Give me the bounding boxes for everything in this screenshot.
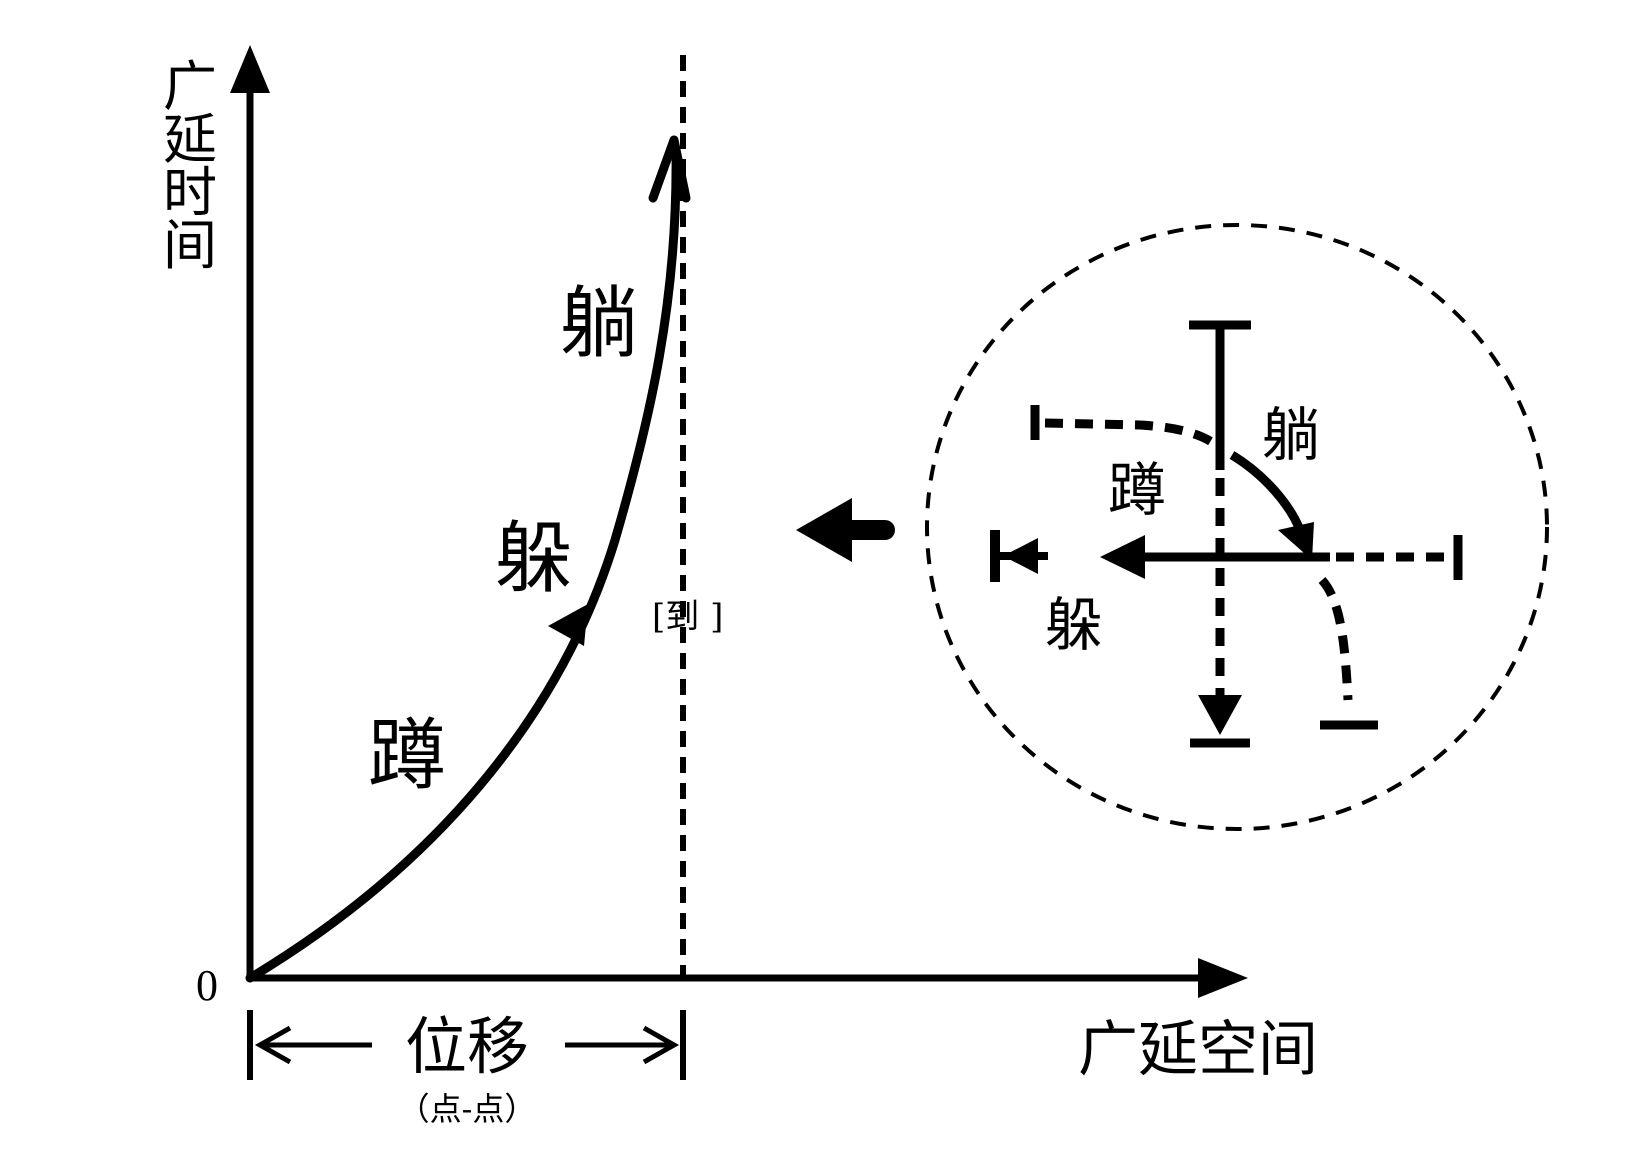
inset-circle bbox=[925, 223, 1549, 831]
inset-left-blocked-arrow bbox=[990, 530, 1048, 582]
inset-horizontal-arrow bbox=[1100, 535, 1330, 579]
inset-upper-left-dashed bbox=[1030, 405, 1219, 449]
inset-label-lie: 躺 bbox=[1262, 401, 1320, 469]
y-axis bbox=[230, 45, 270, 978]
inset-pointer-arrow bbox=[796, 498, 895, 562]
inset-vertical-dashed-down bbox=[1190, 478, 1250, 748]
x-axis-arrowhead bbox=[1198, 958, 1248, 998]
inset-right-dashed bbox=[1336, 535, 1463, 580]
inset-label-hide: 躲 bbox=[1045, 591, 1103, 659]
x-axis bbox=[250, 958, 1248, 998]
displacement-bracket bbox=[247, 1010, 686, 1080]
inset-curved-arrow bbox=[1229, 451, 1314, 560]
y-axis-label: 广 延 时 间 bbox=[163, 55, 217, 277]
limit-label: [到 ] bbox=[652, 597, 723, 637]
curve-label-squat: 蹲 bbox=[368, 711, 446, 801]
curve-mid-arrowhead bbox=[548, 604, 588, 646]
y-axis-label-char-3: 时 bbox=[163, 161, 217, 224]
displacement-label: 位移 bbox=[405, 1010, 529, 1083]
curve-label-hide: 躲 bbox=[495, 514, 573, 604]
inset-label-squat: 蹲 bbox=[1108, 456, 1166, 524]
y-axis-label-char-1: 广 bbox=[163, 55, 217, 118]
x-axis-label: 广延空间 bbox=[1078, 1015, 1318, 1085]
curve-top-arrowhead bbox=[648, 135, 691, 203]
inset-lower-right-dashed bbox=[1318, 576, 1378, 730]
growth-curve bbox=[245, 145, 681, 983]
y-axis-arrowhead bbox=[230, 45, 270, 93]
curve-label-lie: 躺 bbox=[560, 279, 638, 369]
origin-label: 0 bbox=[196, 961, 218, 1010]
displacement-sub-label: （点-点） bbox=[398, 1090, 537, 1128]
y-axis-label-char-4: 间 bbox=[163, 214, 217, 277]
y-axis-label-char-2: 延 bbox=[163, 108, 217, 171]
inset-vertical-stem bbox=[1189, 320, 1251, 470]
